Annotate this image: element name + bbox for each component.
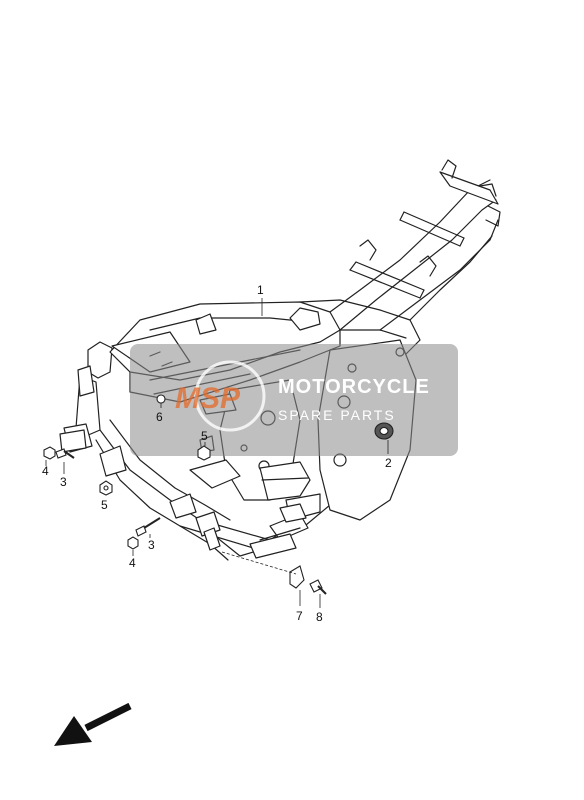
callout-3-center: 3	[148, 538, 155, 552]
part-3-bolt-shank-center	[143, 517, 161, 529]
part-8-bolt-head	[309, 579, 323, 593]
part-2-grommet-hole	[379, 426, 389, 436]
watermark-logo: MSP	[175, 382, 241, 415]
callout-8: 8	[316, 610, 323, 624]
callouts: 1 2 3 3 4 4 5 5 6 7 8	[42, 283, 392, 624]
part-4-nut-left	[43, 446, 56, 460]
callout-2: 2	[385, 456, 392, 470]
watermark-subtitle: SPARE PARTS	[278, 407, 396, 423]
callout-3-left: 3	[60, 475, 67, 489]
part-4-nut-center	[127, 536, 139, 550]
watermark-title: MOTORCYCLE	[278, 376, 430, 398]
part-8-bolt-shank	[317, 585, 327, 595]
part-3-bolt-head-left	[55, 448, 67, 459]
front-direction-arrow-icon	[54, 702, 132, 746]
callout-4-left: 4	[42, 464, 49, 478]
part-7-bracket	[289, 565, 305, 589]
part-5-nut-center	[197, 445, 211, 461]
callout-5-left: 5	[101, 498, 108, 512]
callout-1: 1	[257, 283, 264, 297]
callout-7: 7	[296, 609, 303, 623]
callout-4-center: 4	[129, 556, 136, 570]
part-3-bolt-shank-left	[63, 450, 75, 459]
leader-lines	[45, 298, 389, 608]
part-3-bolt-head-center	[135, 525, 147, 537]
callout-5-center: 5	[201, 429, 208, 443]
part-6-washer	[156, 394, 166, 404]
watermark-emblem-icon	[194, 360, 266, 432]
watermark: MSP MOTORCYCLE SPARE PARTS	[130, 344, 458, 456]
hardware-parts	[43, 394, 394, 595]
callout-6: 6	[156, 410, 163, 424]
leader-7-dashed	[221, 551, 297, 575]
